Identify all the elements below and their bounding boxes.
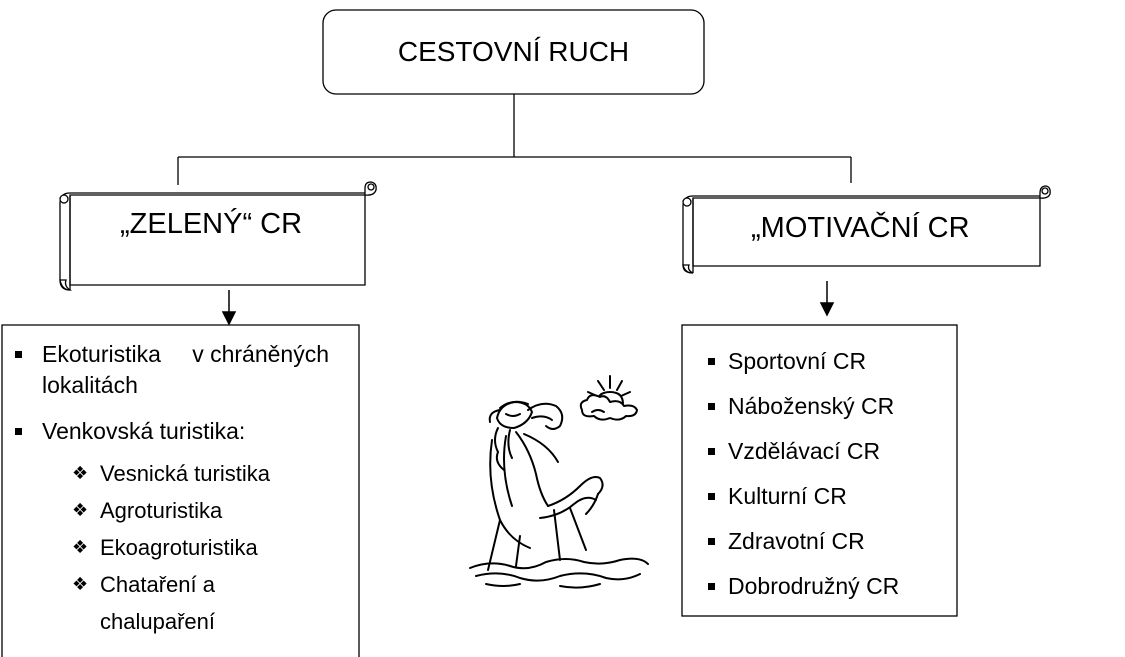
relaxing-person-in-chair-with-sun-icon (469, 375, 649, 589)
list-item-label: lokalitách (42, 372, 138, 398)
sub-list-item: ❖ Chataření a chalupaření (14, 566, 329, 640)
sub-list-item-label: Chataření a chalupaření (100, 572, 215, 634)
sub-list-item-label: Ekoagroturistika (100, 535, 258, 560)
list-item-label: Dobrodružný CR (728, 573, 900, 599)
list-item-label: Sportovní CR (728, 348, 867, 374)
motivational-tourism-title: „MOTIVAČNÍ CR (751, 211, 970, 244)
square-bullet-icon (15, 351, 22, 358)
right-content-box (681, 324, 958, 617)
square-bullet-icon (708, 583, 715, 590)
green-tourism-list: Ekoturistika v chráněných lokalitách Ven… (14, 339, 329, 640)
list-item: Dobrodružný CR (708, 564, 948, 609)
sub-list-item-label: Agroturistika (100, 498, 223, 523)
square-bullet-icon (708, 358, 715, 365)
square-bullet-icon (708, 448, 715, 455)
list-item-label: Vzdělávací CR (728, 438, 881, 464)
sub-list-item-label: Vesnická turistika (100, 461, 270, 486)
list-item: Náboženský CR (708, 384, 948, 429)
root-title: CESTOVNÍ RUCH (397, 35, 630, 67)
square-bullet-icon (708, 538, 715, 545)
list-item: Venkovská turistika: ❖ Vesnická turistika… (14, 416, 329, 640)
list-item-label: Kulturní CR (728, 483, 847, 509)
list-item: Kulturní CR (708, 474, 948, 519)
list-item-label: v chráněných (192, 341, 329, 367)
list-item-label: Venkovská turistika: (42, 418, 246, 444)
left-content-box (1, 324, 360, 657)
green-tourism-title: „ZELENÝ“ CR (120, 207, 303, 240)
list-item-label: Náboženský CR (728, 393, 895, 419)
four-diamond-bullet-icon: ❖ (72, 500, 89, 520)
list-item: Vzdělávací CR (708, 429, 948, 474)
list-item: Zdravotní CR (708, 519, 948, 564)
connector-lines (177, 94, 852, 185)
list-item: Ekoturistika v chráněných lokalitách (14, 339, 329, 401)
list-item-label: Zdravotní CR (728, 528, 865, 554)
sub-list-item: ❖ Vesnická turistika (14, 455, 329, 492)
four-diamond-bullet-icon: ❖ (72, 463, 89, 483)
four-diamond-bullet-icon: ❖ (72, 574, 89, 594)
square-bullet-icon (708, 403, 715, 410)
motivational-tourism-list: Sportovní CR Náboženský CR Vzdělávací CR… (708, 339, 948, 609)
left-arrow (221, 290, 237, 326)
square-bullet-icon (15, 428, 22, 435)
sub-list-item: ❖ Agroturistika (14, 492, 329, 529)
list-item-label: Ekoturistika (42, 341, 161, 367)
square-bullet-icon (708, 493, 715, 500)
right-scroll-banner (682, 185, 1051, 274)
four-diamond-bullet-icon: ❖ (72, 537, 89, 557)
list-item: Sportovní CR (708, 339, 948, 384)
rural-tourism-sublist: ❖ Vesnická turistika ❖ Agroturistika ❖ Ekoa… (42, 455, 329, 640)
sub-list-item: ❖ Ekoagroturistika (14, 529, 329, 566)
right-arrow (819, 281, 835, 317)
left-scroll-banner (59, 181, 377, 291)
